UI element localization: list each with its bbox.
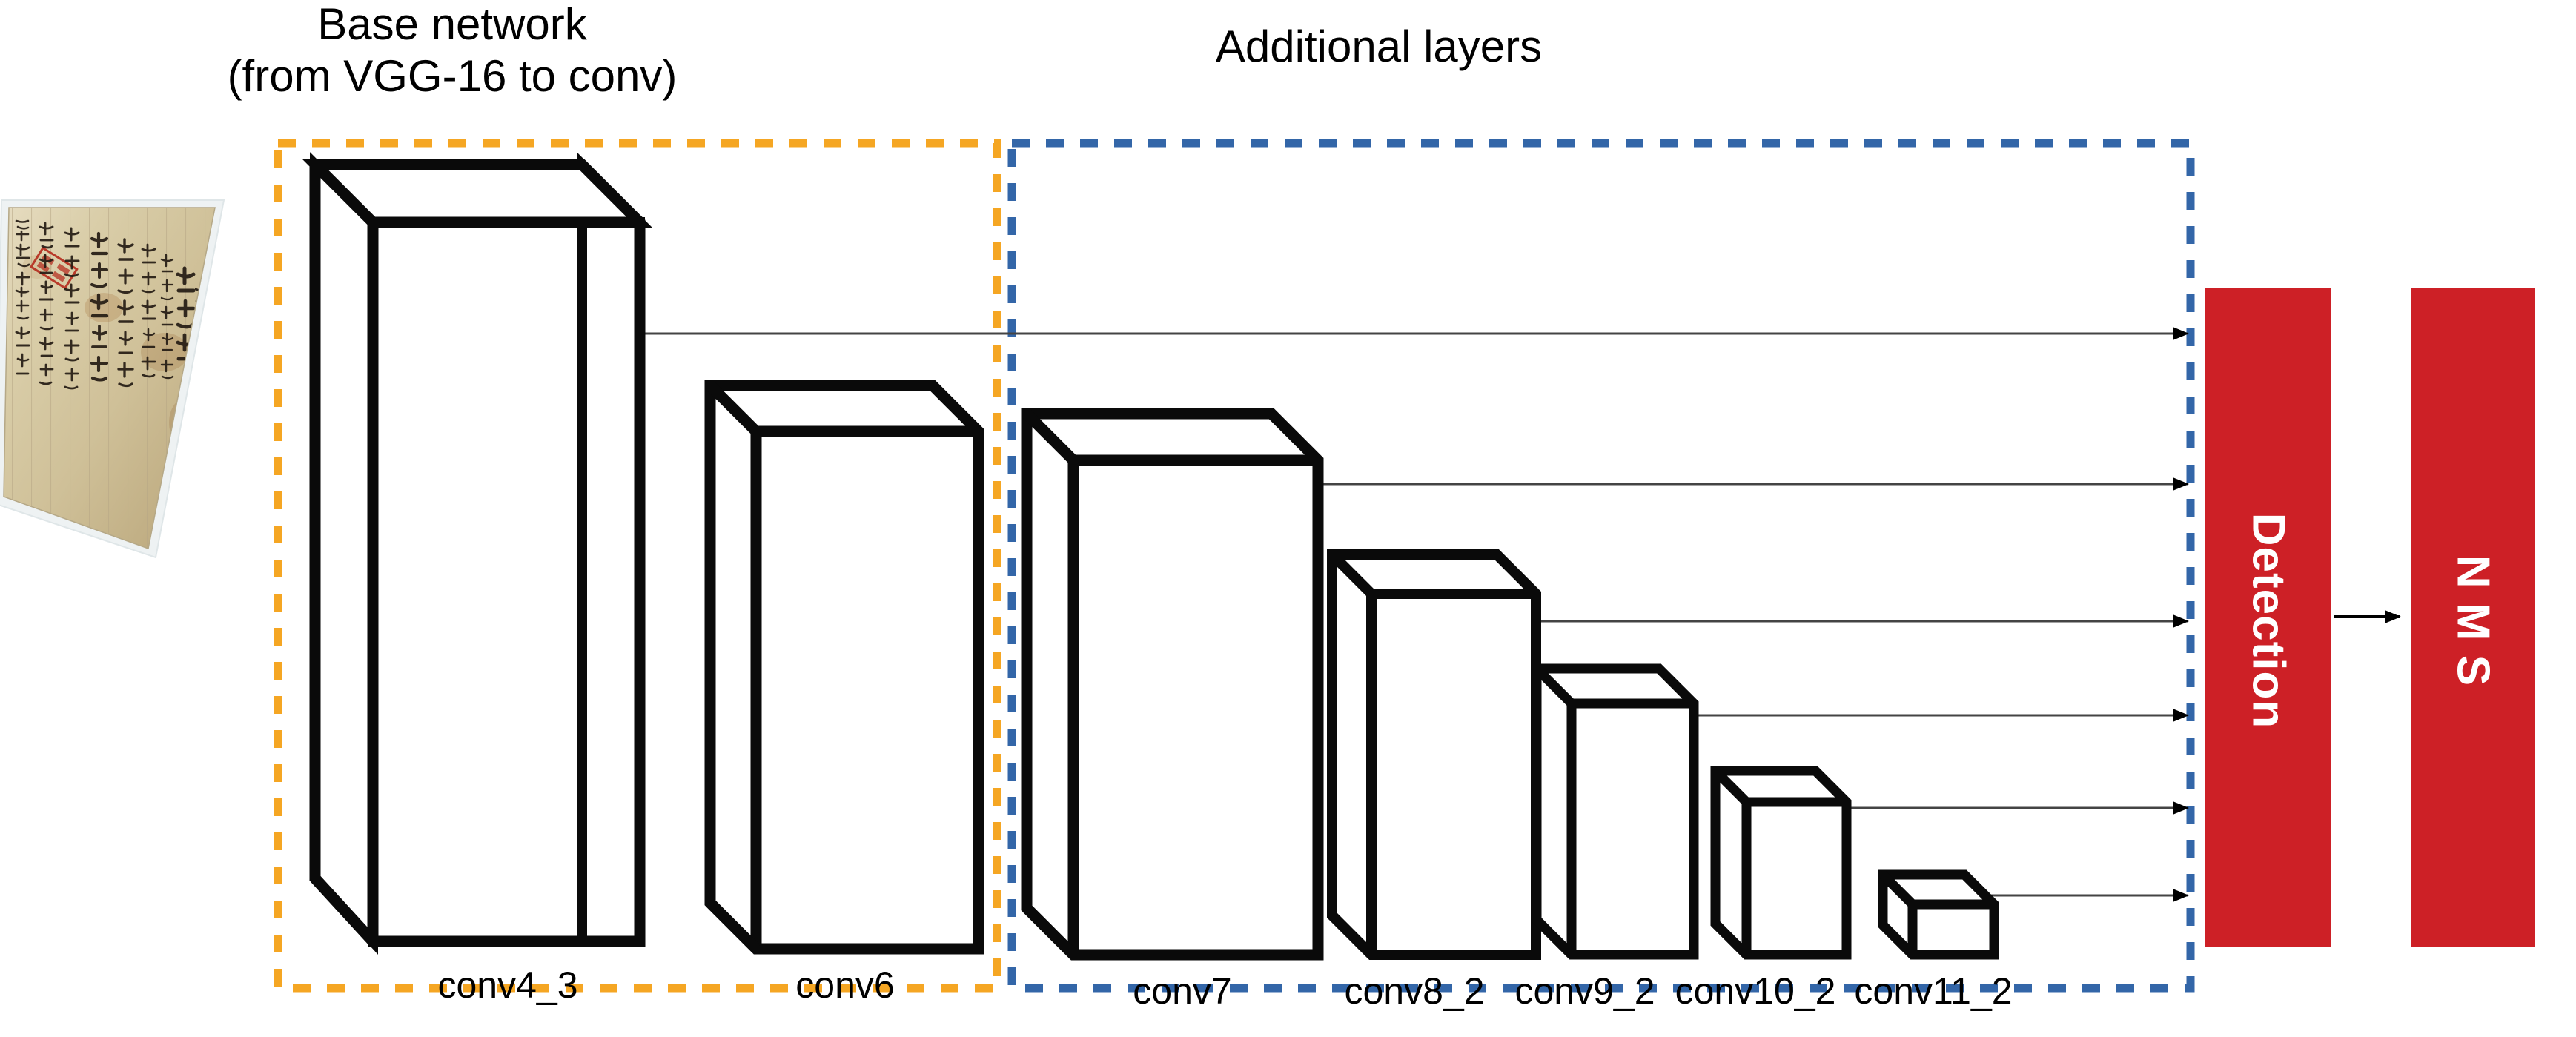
detection-stage[interactable] — [2205, 288, 2331, 947]
additional-layers-title: Additional layers — [1215, 21, 1543, 71]
layer-label-conv9_2: conv9_2 — [1514, 970, 1655, 1012]
layer-box-conv6 — [704, 380, 984, 955]
additional-layers-group-border — [1007, 139, 2195, 993]
input-image — [0, 178, 289, 637]
layer-box-conv4_3 — [302, 152, 652, 955]
input-image-svg — [0, 199, 225, 559]
layer-label-conv8_2: conv8_2 — [1344, 970, 1485, 1012]
manuscript-edge — [3, 207, 216, 550]
feature-map-connections — [540, 327, 2189, 902]
layer-label-conv7: conv7 — [1133, 970, 1232, 1012]
nms-stage-label: N M S — [2447, 554, 2499, 687]
layer-label-conv10_2: conv10_2 — [1675, 970, 1836, 1012]
base-network-group-border — [274, 139, 1001, 993]
nms-stage[interactable] — [2411, 288, 2535, 947]
base-network-title-line1: Base network — [317, 0, 587, 49]
detection-stage-label: Detection — [2242, 512, 2294, 729]
base-network-title: Base network (from VGG-16 to conv) — [133, 0, 771, 102]
base-network-title-line2: (from VGG-16 to conv) — [227, 51, 678, 101]
layer-label-conv11_2: conv11_2 — [1854, 970, 2013, 1012]
layer-box-conv10_2 — [1710, 766, 1852, 960]
layer-label-conv6: conv6 — [795, 964, 895, 1006]
layer-label-conv4_3: conv4_3 — [437, 964, 578, 1006]
layer-box-conv9_2 — [1532, 663, 1699, 960]
layer-box-conv11_2 — [1878, 869, 1999, 960]
layer-box-conv7 — [1021, 408, 1324, 961]
layer-box-conv8_2 — [1327, 549, 1541, 960]
